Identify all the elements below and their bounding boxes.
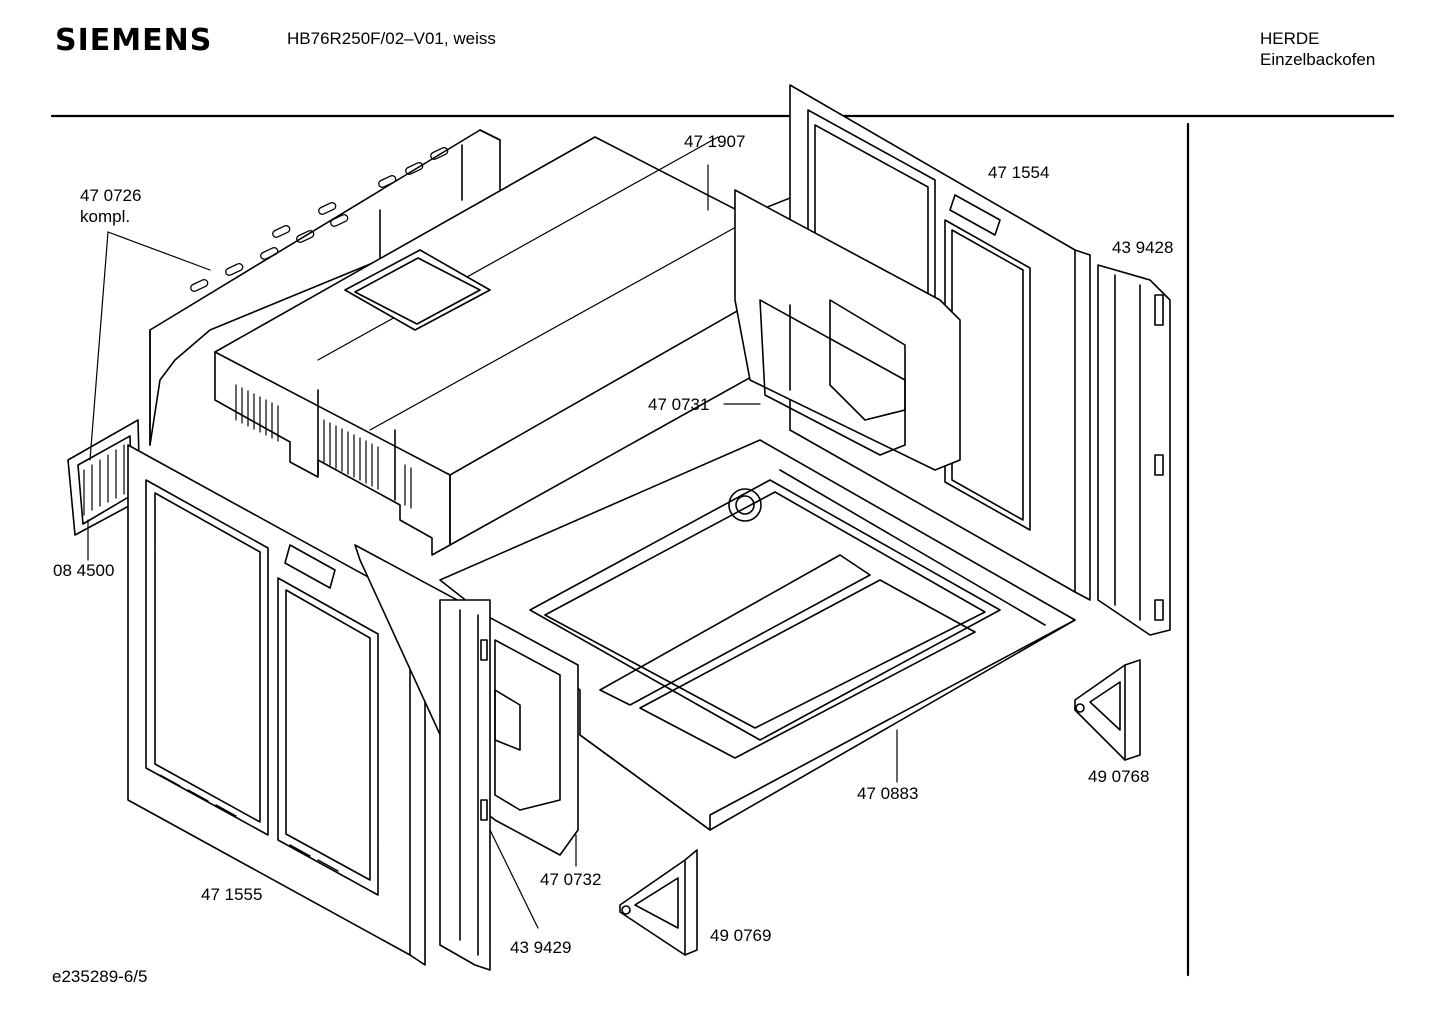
floor-pan-470883 bbox=[439, 439, 1076, 831]
label-439428: 43 9428 bbox=[1112, 238, 1173, 257]
right-shelf-rail-439428 bbox=[1097, 264, 1171, 636]
right-baffle-470731 bbox=[734, 189, 961, 471]
model-number: HB76R250F/02–V01, weiss bbox=[287, 29, 496, 48]
label-084500: 08 4500 bbox=[53, 561, 114, 580]
label-490769: 49 0769 bbox=[710, 926, 771, 945]
left-side-wall-471555 bbox=[127, 444, 426, 966]
label-470883: 47 0883 bbox=[857, 784, 918, 803]
label-470726-note: kompl. bbox=[80, 207, 130, 226]
fan-cover-slots bbox=[83, 444, 125, 516]
leader-lines bbox=[87, 164, 898, 929]
part-labels: 47 0726 kompl. 47 1907 47 1554 43 9428 4… bbox=[53, 132, 1173, 957]
brand-logo: SIEMENS bbox=[55, 23, 213, 58]
category-line-1: HERDE bbox=[1260, 29, 1320, 48]
left-shelf-rail-439429 bbox=[439, 599, 491, 971]
label-471554: 47 1554 bbox=[988, 163, 1049, 182]
bracket-490768 bbox=[1074, 659, 1141, 761]
label-439429: 43 9429 bbox=[510, 938, 571, 957]
document-id: e235289-6/5 bbox=[52, 967, 148, 986]
label-470732: 47 0732 bbox=[540, 870, 601, 889]
label-490768: 49 0768 bbox=[1088, 767, 1149, 786]
label-471907: 47 1907 bbox=[684, 132, 745, 151]
bracket-490769 bbox=[619, 849, 698, 956]
label-470726: 47 0726 bbox=[80, 186, 141, 205]
rear-panel-vent-slots bbox=[190, 146, 449, 292]
label-471555: 47 1555 bbox=[201, 885, 262, 904]
product-category: HERDE Einzelbackofen bbox=[1260, 28, 1375, 70]
duct-vent-slots bbox=[235, 384, 412, 509]
category-line-2: Einzelbackofen bbox=[1260, 50, 1376, 69]
left-wall-feet bbox=[159, 774, 339, 872]
label-470731: 47 0731 bbox=[648, 395, 709, 414]
